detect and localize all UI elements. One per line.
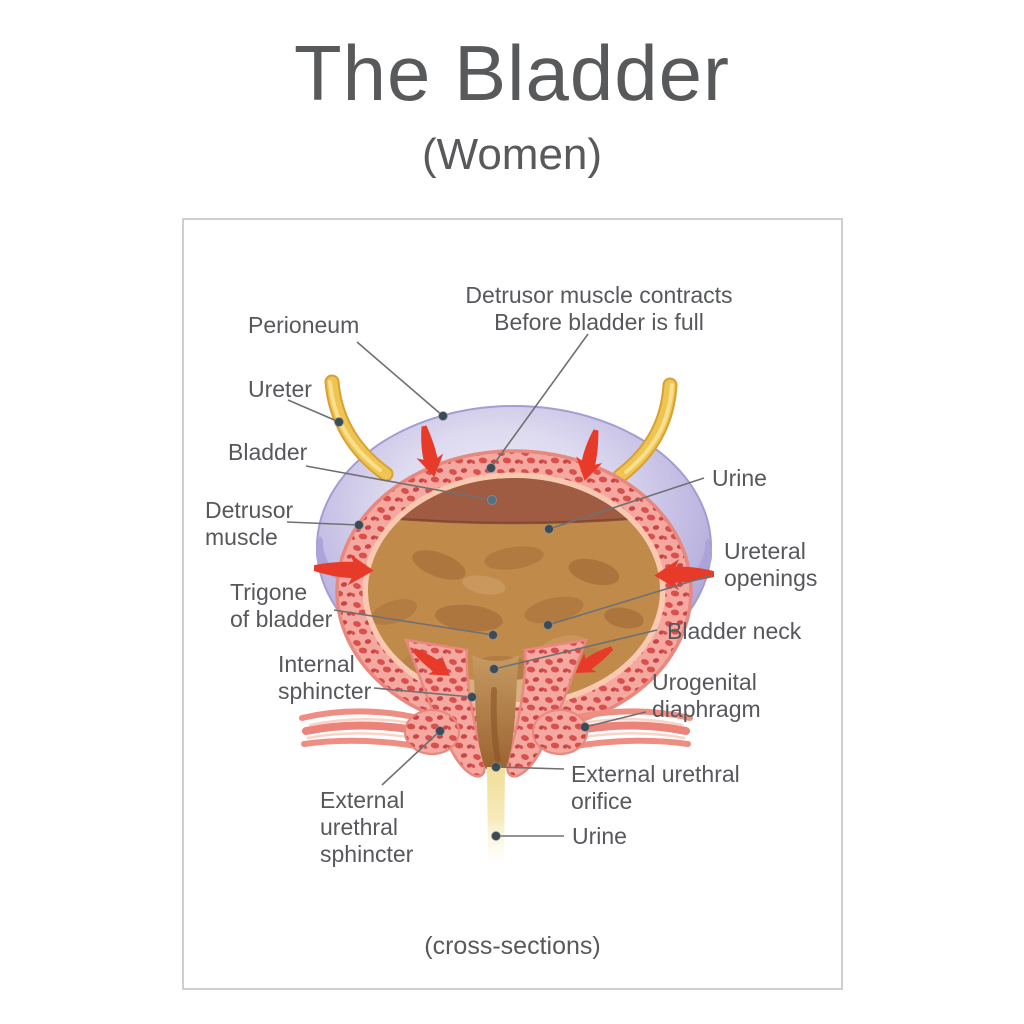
urethra-neck: [404, 638, 588, 778]
label-external-urethral-orifice: External urethral orifice: [571, 761, 740, 814]
urine-stream: [487, 767, 505, 866]
page-subtitle: (Women): [421, 130, 603, 179]
label-external-urethral-sphincter: External urethral sphincter: [320, 787, 414, 867]
label-bladder-neck: Bladder neck: [667, 618, 802, 644]
anchor-dots: [334, 411, 590, 841]
label-detrusor-muscle-contracts: Detrusor muscle contracts Before bladder…: [465, 282, 733, 335]
label-ureteral-openings: Ureteral openings: [724, 538, 818, 591]
caption-cross-sections: (cross-sections): [424, 932, 601, 960]
label-bladder: Bladder: [228, 439, 308, 465]
label-internal-sphincter: Internal sphincter: [278, 651, 372, 704]
label-urogenital-diaphragm: Urogenital diaphragm: [652, 669, 761, 722]
label-perioneum: Perioneum: [248, 312, 360, 338]
diagram-frame: Perioneum Detrusor muscle contracts Befo…: [182, 218, 843, 990]
bladder-diagram: Perioneum Detrusor muscle contracts Befo…: [184, 220, 841, 988]
urogenital-diaphragm-muscles: [299, 708, 693, 755]
label-trigone-of-bladder: Trigone of bladder: [230, 579, 333, 632]
leader-lines: [286, 333, 713, 837]
page-title: The Bladder: [294, 29, 730, 117]
label-detrusor-muscle: Detrusor muscle: [205, 497, 294, 550]
label-urine-lower: Urine: [572, 823, 627, 849]
bladder-illustration: [286, 333, 715, 866]
label-urine-upper: Urine: [712, 465, 767, 491]
ureter-tubes: [324, 374, 678, 484]
label-ureter: Ureter: [248, 376, 312, 402]
